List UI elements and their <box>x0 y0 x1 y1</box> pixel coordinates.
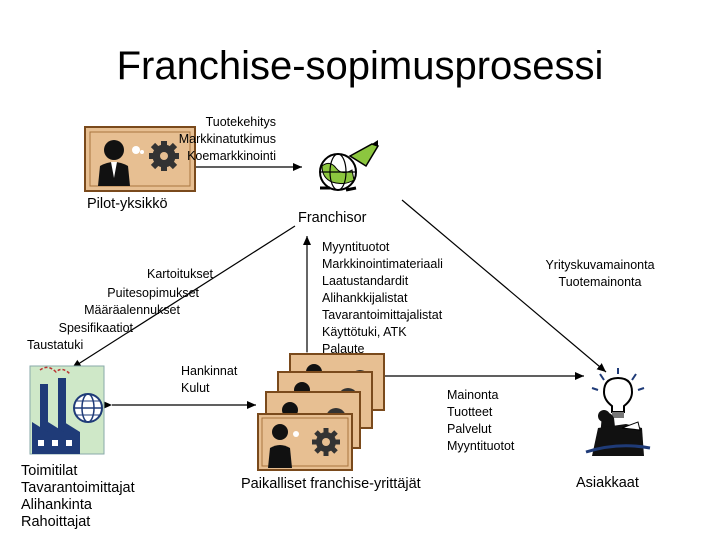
lightbulb-thinker-icon <box>585 368 651 456</box>
service-line: Markkinointimateriaali <box>322 257 443 271</box>
franchisor-services: Myyntituotot Markkinointimateriaali Laat… <box>322 239 443 358</box>
service-line: Alihankkijalistat <box>322 291 408 305</box>
businessman-gears-icon <box>84 126 196 192</box>
marketing-line: Myyntituotot <box>447 439 515 453</box>
suppliers-list: Toimitilat Tavarantoimittajat Alihankint… <box>21 463 135 531</box>
page-title: Franchise-sopimusprosessi <box>116 44 604 88</box>
customers-label: Asiakkaat <box>576 475 639 491</box>
globe-rocket-icon <box>319 140 380 192</box>
service-line: Tavarantoimittajalistat <box>322 308 443 322</box>
supplier-line: Toimitilat <box>21 463 78 479</box>
purchase-line: Kulut <box>181 381 210 395</box>
surveys-line: Puitesopimukset <box>107 286 199 300</box>
card-front <box>257 413 353 471</box>
marketing-notes: Mainonta Tuotteet Palvelut Myyntituotot <box>447 387 514 455</box>
marketing-line: Tuotteet <box>447 405 493 419</box>
arrow-franchisor-customers <box>401 199 607 373</box>
franchisor-label: Franchisor <box>298 210 367 226</box>
service-line: Käyttötuki, ATK <box>322 325 407 339</box>
surveys-line: Taustatuki <box>27 338 84 352</box>
service-line: Myyntituotot <box>322 240 390 254</box>
purchase-line: Hankinnat <box>181 364 238 378</box>
supplier-line: Tavarantoimittajat <box>21 480 135 496</box>
surveys-line: Kartoitukset <box>146 267 213 281</box>
corporate-ads: Yrityskuvamainonta Tuotemainonta <box>530 257 670 291</box>
purchases-notes: Hankinnat Kulut <box>181 363 237 397</box>
service-line: Laatustandardit <box>322 274 409 288</box>
arrow-franchisor-suppliers <box>71 225 296 369</box>
service-line: Palaute <box>322 342 365 356</box>
pilot-label: Pilot-yksikkö <box>87 196 168 212</box>
supplier-line: Rahoittajat <box>21 514 91 530</box>
stacked-businessman-gears-icon <box>257 353 385 471</box>
marketing-line: Mainonta <box>447 388 499 402</box>
factory-globe-icon <box>29 365 105 455</box>
ads-line: Yrityskuvamainonta <box>545 258 655 272</box>
note-line: Koemarkkinointi <box>187 149 276 163</box>
development-notes: Tuotekehitys Markkinatutkimus Koemarkkin… <box>179 114 276 165</box>
local-franchisees-label: Paikalliset franchise-yrittäjät <box>241 476 421 492</box>
surveys-line: Spesifikaatiot <box>58 321 133 335</box>
surveys-line: Määräalennukset <box>84 303 180 317</box>
marketing-line: Palvelut <box>447 422 492 436</box>
supplier-line: Alihankinta <box>21 497 92 513</box>
note-line: Tuotekehitys <box>205 115 276 129</box>
ads-line: Tuotemainonta <box>558 275 642 289</box>
note-line: Markkinatutkimus <box>178 132 276 146</box>
